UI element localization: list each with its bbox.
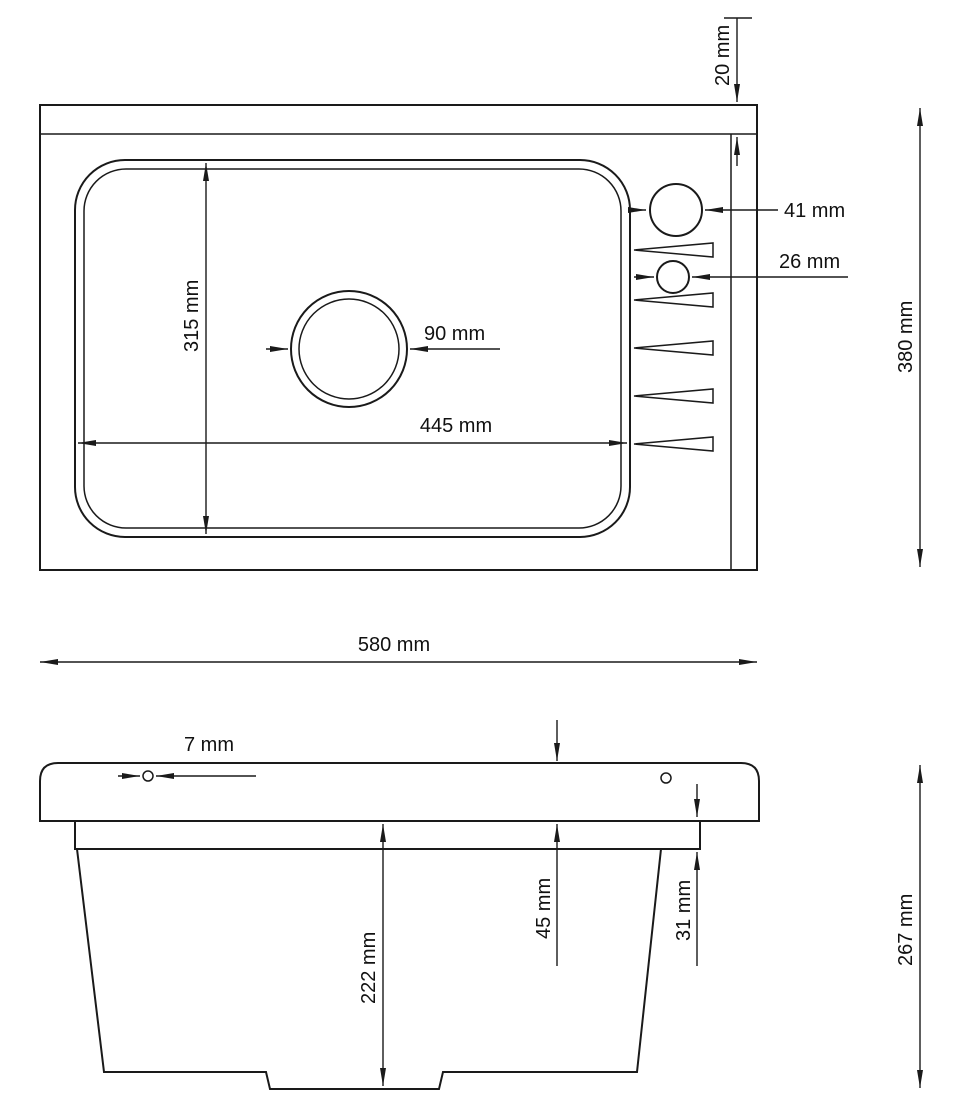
dim-label-26mm: 26 mm [779, 251, 840, 273]
tap-hole [649, 183, 703, 237]
drainer-groove-5 [633, 436, 714, 452]
dim-label-315mm: 315 mm [181, 280, 203, 352]
dim-label-222mm: 222 mm [358, 932, 380, 1004]
drain-hole-inner [298, 298, 400, 400]
bowl-outline-inner [83, 168, 622, 529]
dim-label-45mm: 45 mm [533, 878, 555, 939]
dim-label-90mm: 90 mm [424, 323, 485, 345]
drainer-groove-2 [633, 292, 714, 308]
dim-label-41mm: 41 mm [784, 200, 845, 222]
fixing-hole-profile-left [142, 770, 154, 782]
sink-outline-top [39, 104, 758, 571]
drainer-groove-4 [633, 388, 714, 404]
accessory-hole [656, 260, 690, 294]
bowl-profile [76, 848, 662, 1090]
drainer-groove-3 [633, 340, 714, 356]
dim-label-267mm: 267 mm [895, 894, 917, 966]
drainer-groove-1 [633, 242, 714, 258]
dim-label-580mm: 580 mm [358, 634, 430, 656]
dim-label-445mm: 445 mm [420, 415, 492, 437]
side-view: 7 mm 45 mm 31 mm 222 mm 267 mm [39, 720, 923, 1090]
rim-slab-profile [39, 762, 760, 822]
dim-label-20mm: 20 mm [712, 25, 734, 86]
fixing-hole-profile-right [660, 772, 672, 784]
rim-flange-profile [74, 821, 701, 850]
dim-label-31mm: 31 mm [673, 880, 695, 941]
top-view: 20 mm 41 mm 26 mm 315 mm 90 mm 445 mm 38… [39, 17, 923, 665]
bowl-outline-outer [74, 159, 631, 538]
dim-label-7mm: 7 mm [184, 734, 234, 756]
dim-label-380mm: 380 mm [895, 301, 917, 373]
drain-hole-outer [290, 290, 408, 408]
